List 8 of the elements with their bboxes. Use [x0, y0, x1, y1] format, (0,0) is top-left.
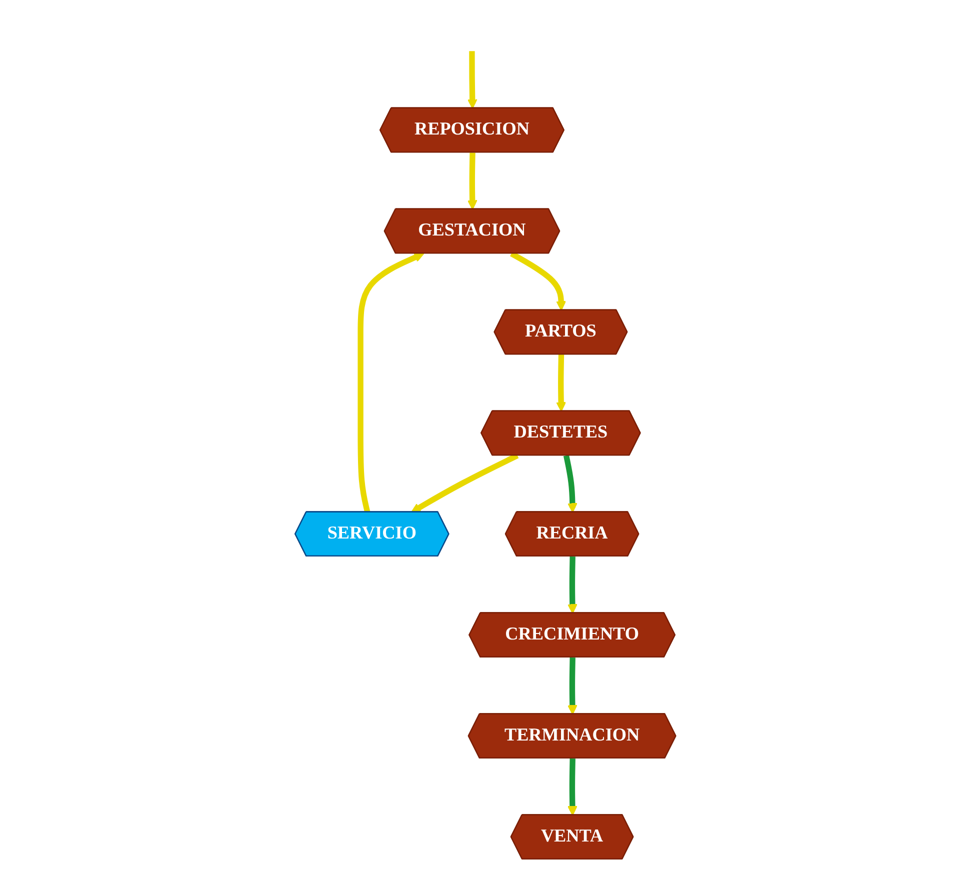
arrow — [357, 252, 424, 512]
arrow — [556, 354, 566, 412]
arrow — [567, 758, 578, 816]
arrow — [466, 152, 477, 210]
arrow — [563, 454, 578, 512]
arrow — [466, 50, 477, 108]
arrow — [567, 656, 578, 714]
arrow — [567, 556, 578, 614]
